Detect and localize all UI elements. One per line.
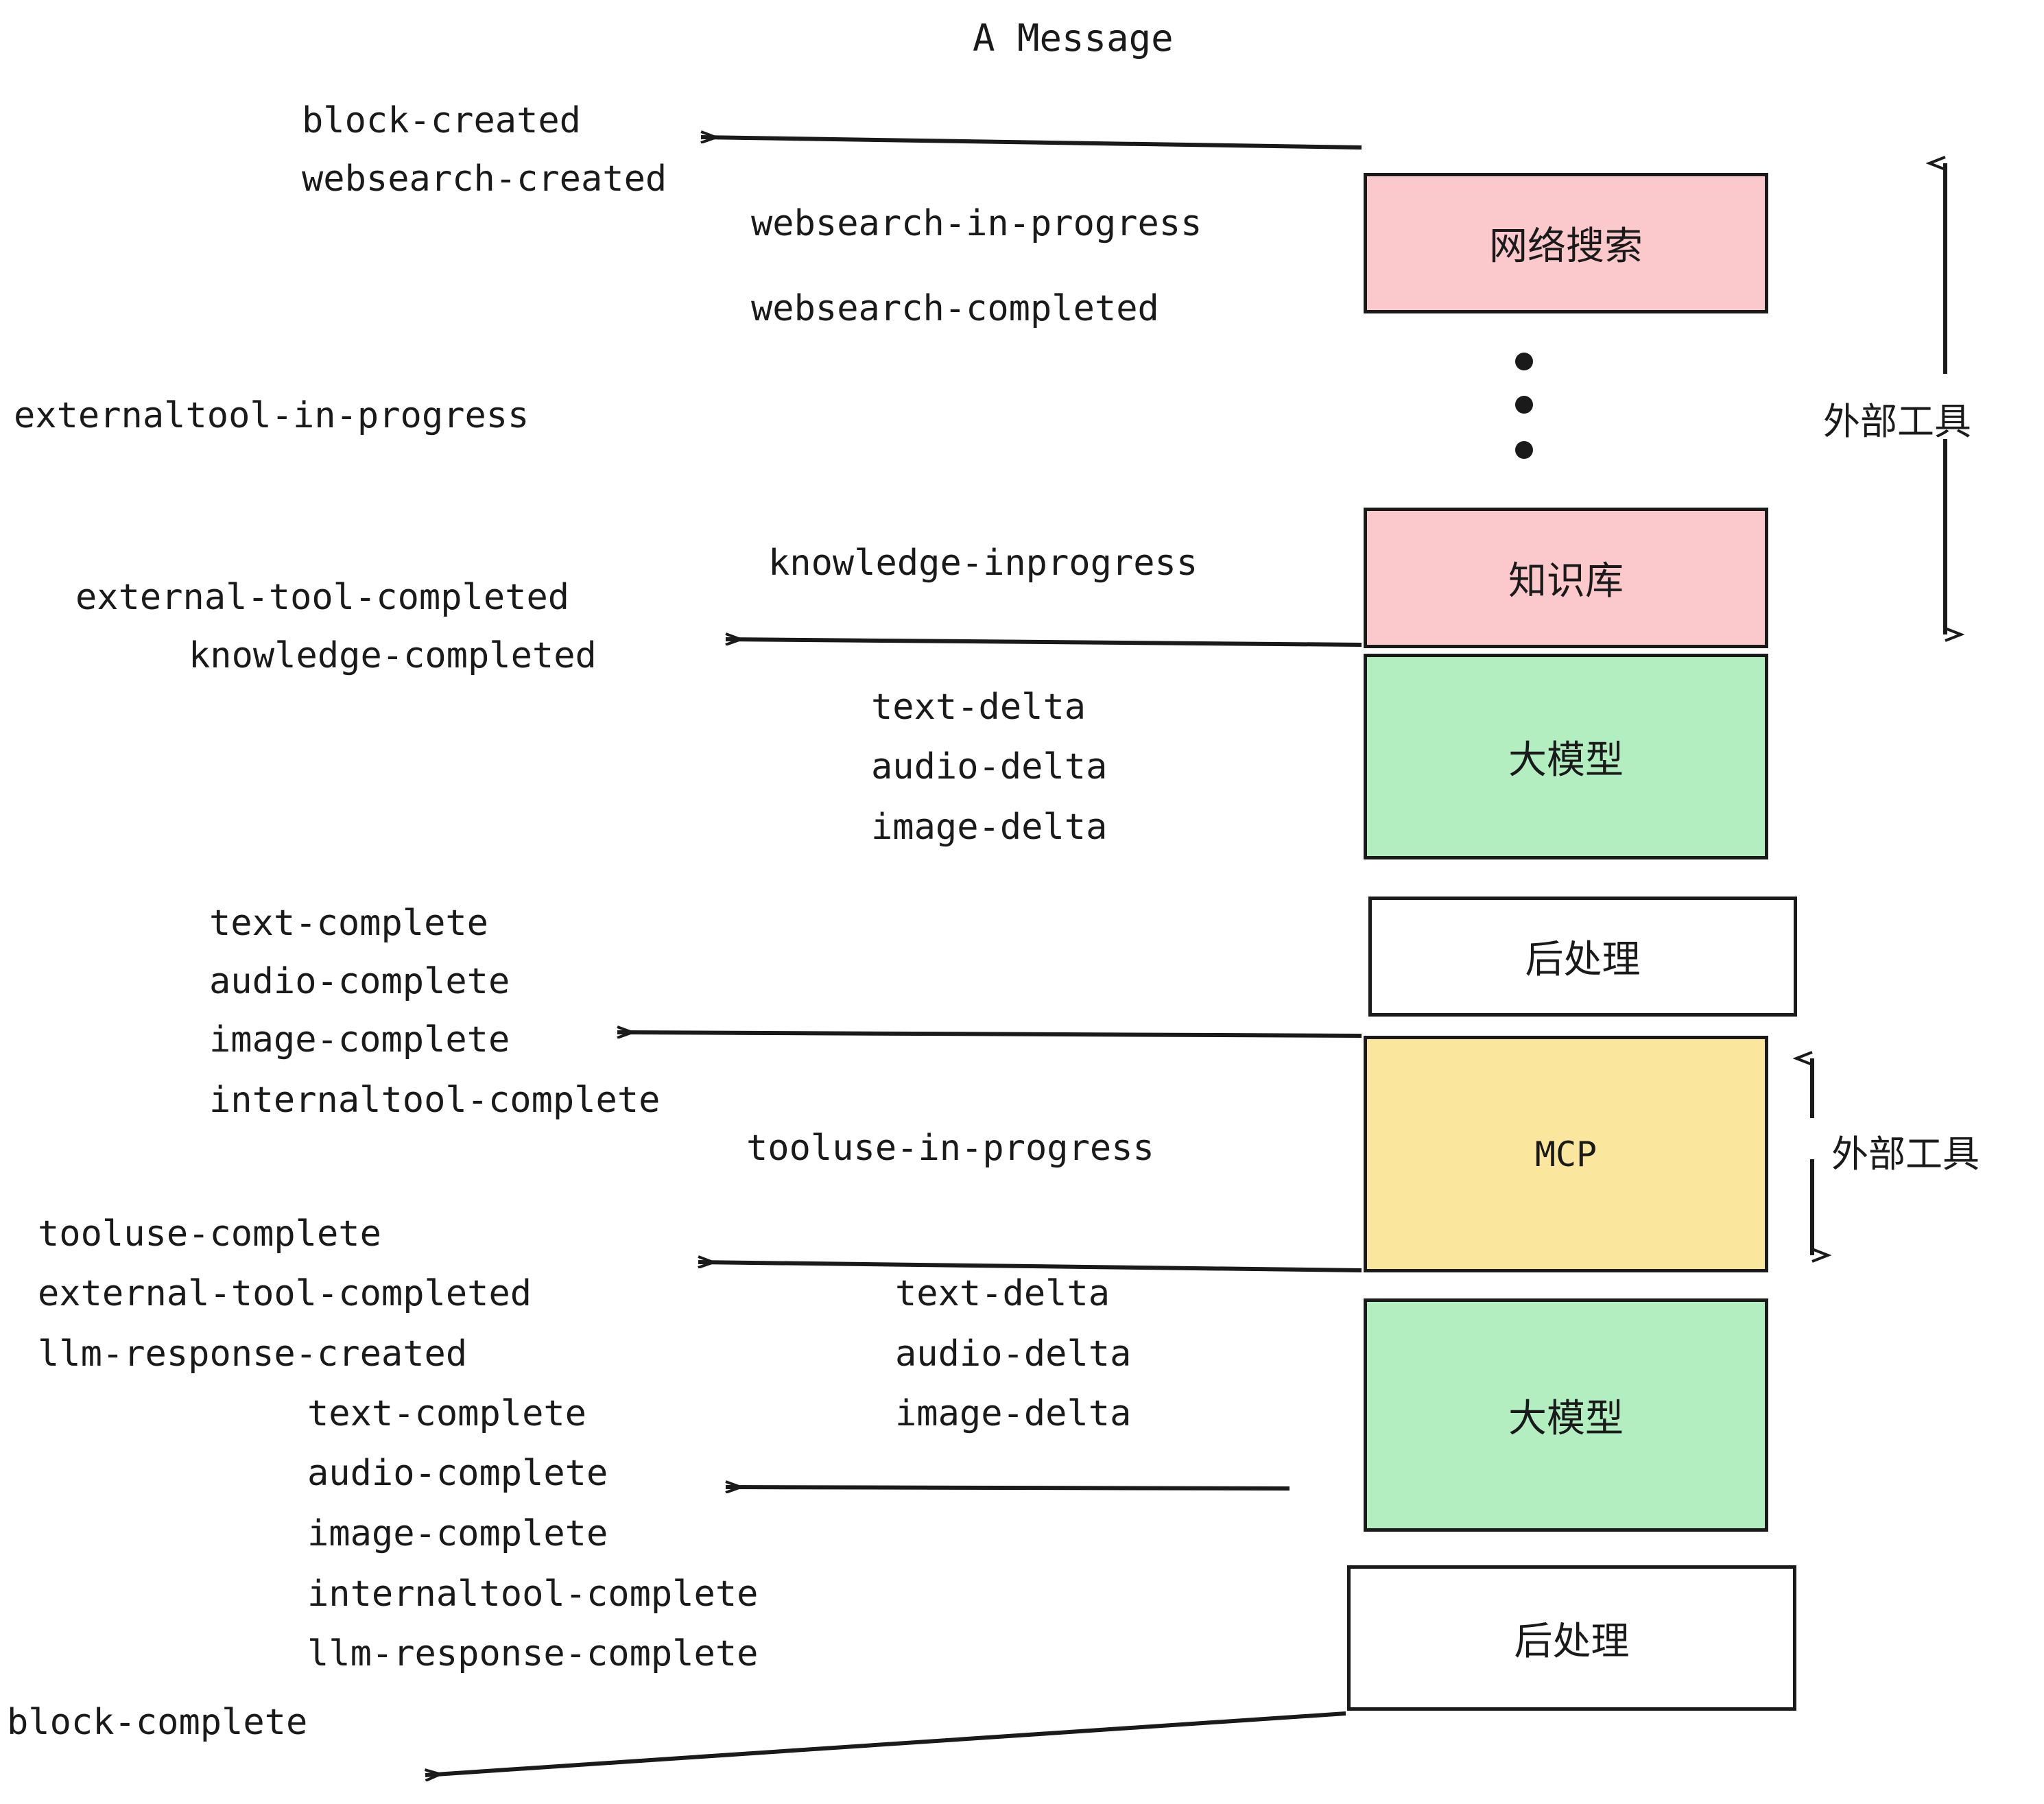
event-label-external-tool-completed-2: external-tool-completed: [38, 1273, 532, 1314]
node-postprocess-1: 后处理: [1368, 897, 1797, 1017]
event-label-knowledge-inprogress: knowledge-inprogress: [768, 543, 1198, 584]
event-label-block-complete: block-complete: [7, 1702, 308, 1743]
arrow-llm1-to-events: [617, 1032, 1362, 1036]
event-label-text-complete-2: text-complete: [307, 1393, 586, 1434]
event-label-image-delta-1: image-delta: [871, 807, 1108, 848]
node-postprocess-2: 后处理: [1347, 1565, 1796, 1711]
arrow-knowledge-to-events: [726, 639, 1362, 647]
event-label-image-complete-1: image-complete: [209, 1019, 510, 1060]
node-label-mcp: MCP: [1534, 1134, 1597, 1174]
node-knowledge: 知识库: [1364, 508, 1768, 648]
node-label-postprocess-2: 后处理: [1514, 1619, 1630, 1664]
node-label-postprocess-1: 后处理: [1525, 938, 1641, 982]
event-label-externaltool-in-progress: externaltool-in-progress: [14, 395, 530, 436]
arrow-layer: [425, 137, 1362, 1775]
event-label-internaltool-complete-2: internaltool-complete: [307, 1574, 759, 1615]
event-label-external-tool-completed-1: external-tool-completed: [75, 577, 570, 618]
page-title: A Message: [973, 16, 1174, 60]
event-label-llm-response-created: llm-response-created: [38, 1333, 468, 1375]
ellipsis-dot-3: [1515, 441, 1533, 459]
node-mcp: MCP: [1364, 1036, 1768, 1272]
bracket-layer: [1812, 163, 1945, 1255]
event-label-text-delta-1: text-delta: [871, 687, 1086, 728]
event-label-text-delta-2: text-delta: [895, 1273, 1110, 1314]
event-label-audio-delta-1: audio-delta: [871, 746, 1108, 787]
event-label-audio-complete-2: audio-complete: [307, 1453, 608, 1494]
arrow-llm2-to-events: [726, 1487, 1290, 1488]
event-label-audio-complete-1: audio-complete: [209, 961, 510, 1002]
ellipsis-layer: [1515, 353, 1533, 459]
event-label-knowledge-completed: knowledge-completed: [189, 635, 597, 676]
node-llm-1: 大模型: [1364, 654, 1768, 859]
arrow-mcp-to-events: [698, 1262, 1362, 1272]
node-websearch: 网络搜索: [1364, 173, 1768, 313]
event-label-websearch-in-progress: websearch-in-progress: [751, 203, 1202, 244]
event-label-image-delta-2: image-delta: [895, 1393, 1132, 1434]
event-label-image-complete-2: image-complete: [307, 1513, 608, 1554]
node-llm-2: 大模型: [1364, 1298, 1768, 1532]
event-label-audio-delta-2: audio-delta: [895, 1333, 1132, 1375]
arrow-post2-to-block: [425, 1711, 1346, 1775]
event-label-websearch-created: websearch-created: [302, 158, 667, 200]
event-label-llm-response-complete: llm-response-complete: [307, 1633, 759, 1674]
ellipsis-dot-2: [1515, 396, 1533, 414]
node-label-llm-2: 大模型: [1508, 1396, 1624, 1441]
node-label-knowledge: 知识库: [1508, 559, 1624, 604]
arrow-websearch-to-block: [701, 137, 1362, 150]
event-label-internaltool-complete-1: internaltool-complete: [209, 1080, 661, 1121]
bracket-label-external-tool-bracket-bottom: 外部工具: [1831, 1132, 1980, 1176]
node-label-llm-1: 大模型: [1508, 737, 1624, 783]
event-label-tooluse-in-progress: tooluse-in-progress: [746, 1128, 1154, 1169]
ellipsis-dot-1: [1515, 353, 1533, 370]
event-label-websearch-completed: websearch-completed: [751, 288, 1159, 329]
node-label-websearch: 网络搜索: [1489, 224, 1643, 269]
event-label-tooluse-complete: tooluse-complete: [38, 1213, 381, 1255]
event-label-text-complete-1: text-complete: [209, 903, 488, 944]
bracket-label-external-tool-bracket-top: 外部工具: [1823, 400, 1971, 443]
event-label-block-created: block-created: [302, 100, 581, 141]
